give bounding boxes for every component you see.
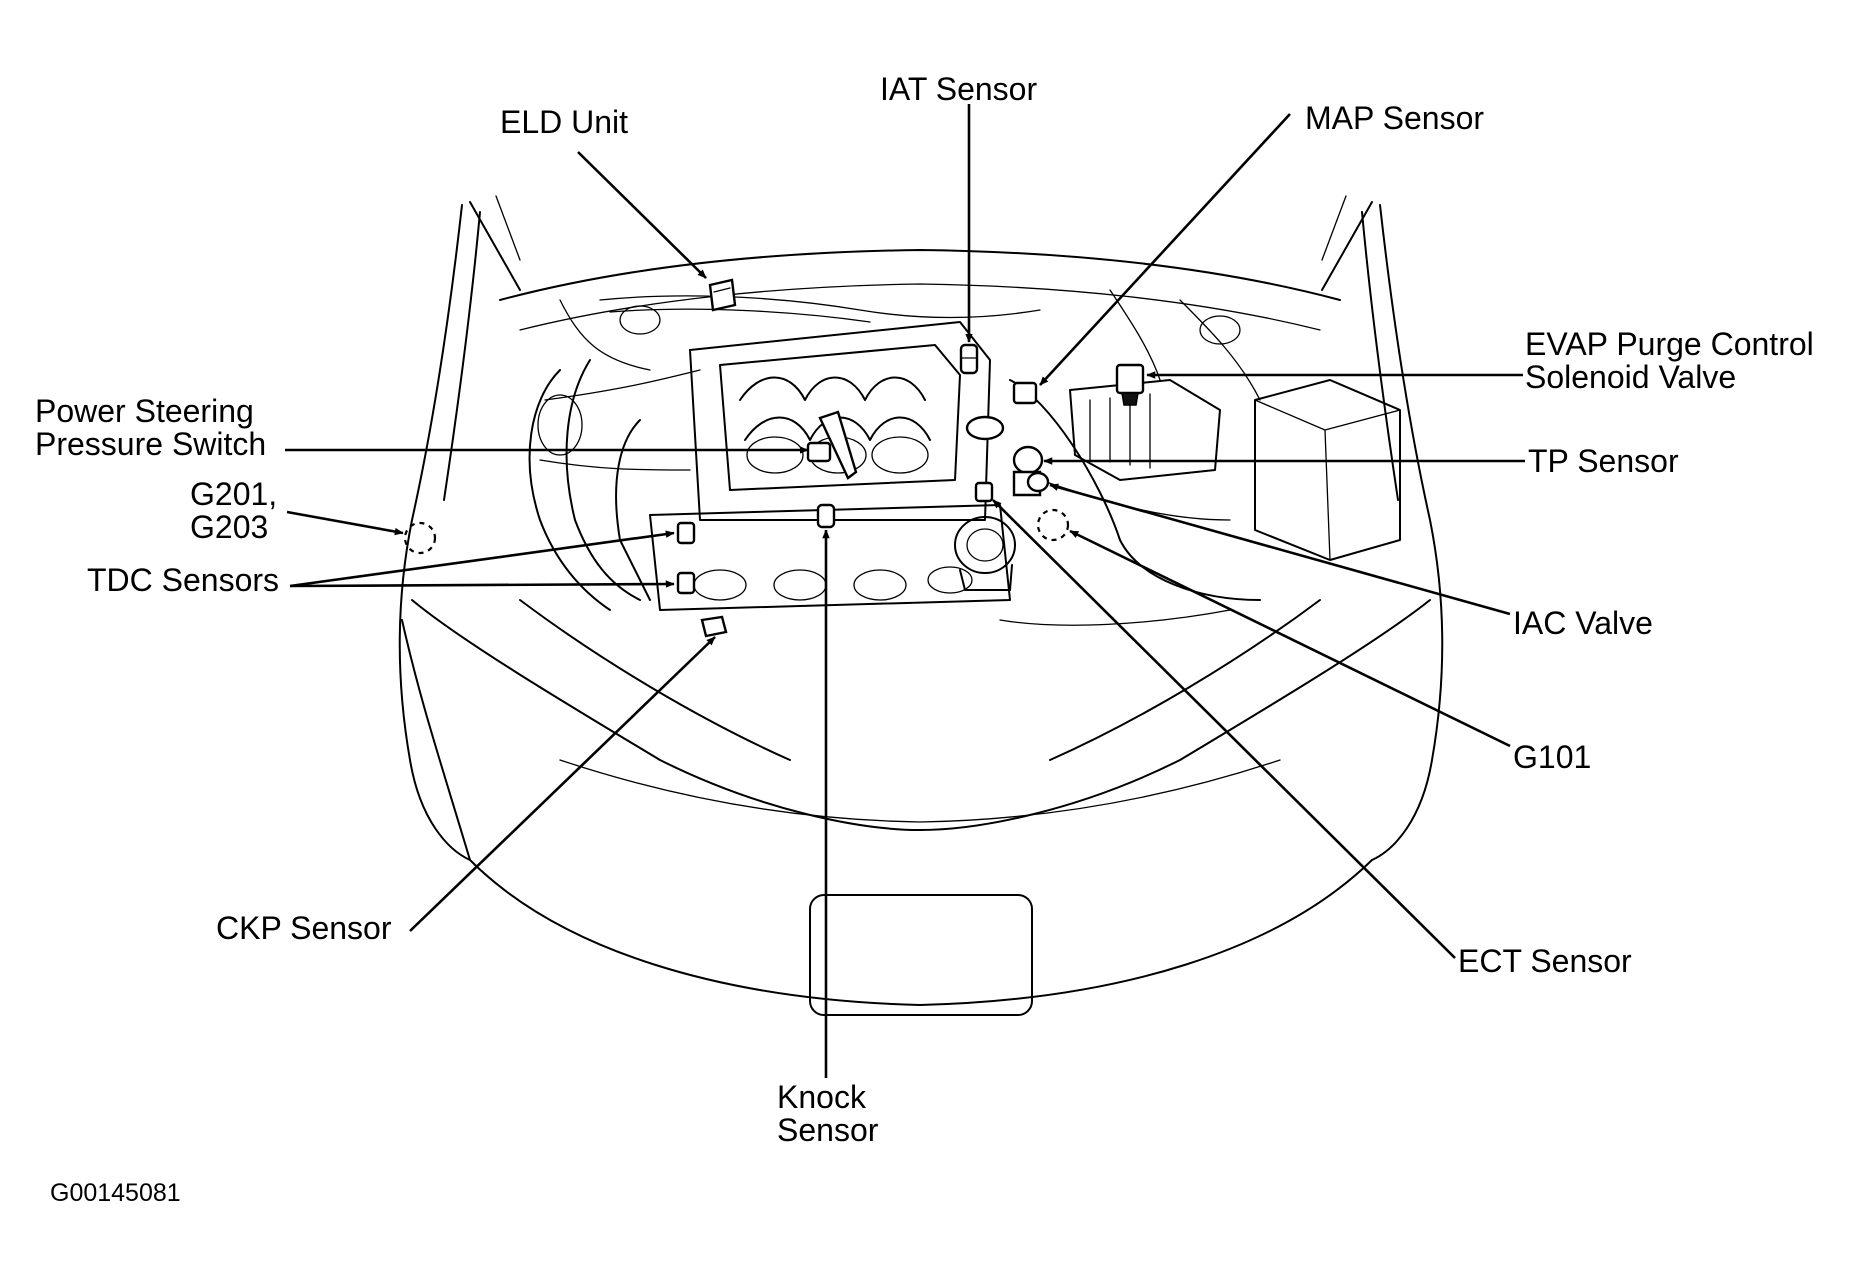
leader-ckp-sensor [409, 636, 716, 932]
map-sensor-part [1012, 381, 1038, 405]
g201-g203-ground-point [403, 521, 437, 555]
leader-g201-g203 [286, 510, 404, 536]
evap-solenoid-part [1115, 363, 1145, 395]
label-evap-line-1: EVAP Purge Control [1525, 326, 1814, 362]
label-evap-line-2: Solenoid Valve [1525, 359, 1737, 395]
label-ckp-sensor: CKP Sensor [216, 910, 392, 946]
knock-sensor-part [816, 503, 836, 529]
component-marks [403, 278, 1145, 638]
ps-switch-part [818, 410, 858, 480]
label-knock-sensor: Knock Sensor [777, 1081, 878, 1147]
vehicle-body-outline [398, 195, 1444, 1016]
label-iac-valve: IAC Valve [1513, 605, 1653, 641]
label-map-sensor: MAP Sensor [1305, 100, 1485, 136]
engine-bay-components [499, 249, 1401, 626]
label-knock-line-1: Knock [777, 1079, 866, 1115]
tdc-sensor-upper-part [676, 521, 696, 545]
label-tp-sensor: TP Sensor [1528, 443, 1679, 479]
label-ps-line-1: Power Steering [35, 393, 254, 429]
label-g101: G101 [1513, 739, 1592, 775]
leader-ect-sensor [992, 499, 1456, 959]
eld-unit-part [708, 278, 737, 312]
figure-id: G00145081 [50, 1179, 181, 1207]
iac-valve-part [1026, 471, 1050, 493]
leader-g101 [1069, 529, 1511, 748]
label-tdc-sensors: TDC Sensors [87, 562, 280, 598]
label-ps-line-2: Pressure Switch [35, 426, 267, 462]
leader-tdc-upper [289, 530, 675, 588]
leader-lines [285, 104, 1525, 1078]
label-g201-line-2: G203 [190, 509, 269, 545]
leader-map-sensor [1039, 113, 1291, 386]
label-eld-unit: ELD Unit [500, 104, 629, 140]
label-g201-line-1: G201, [190, 476, 278, 512]
leader-iac-valve [1049, 483, 1511, 616]
label-ect-sensor: ECT Sensor [1458, 943, 1632, 979]
label-power-steering-switch: Power Steering Pressure Switch [35, 395, 266, 461]
label-knock-line-2: Sensor [777, 1112, 879, 1148]
g101-ground-point [1036, 508, 1070, 542]
tdc-sensor-lower-part [676, 571, 696, 595]
ckp-sensor-part [700, 615, 728, 638]
label-g201-g203: G201, G203 [190, 478, 277, 544]
tp-sensor-part [1012, 445, 1044, 475]
label-evap-purge-solenoid: EVAP Purge Control Solenoid Valve [1525, 328, 1814, 394]
leader-tdc-lower [289, 580, 675, 588]
label-iat-sensor: IAT Sensor [880, 71, 1038, 107]
leader-eld-unit [577, 151, 707, 279]
ect-sensor-part [974, 481, 994, 503]
iat-sensor-part [959, 343, 979, 375]
